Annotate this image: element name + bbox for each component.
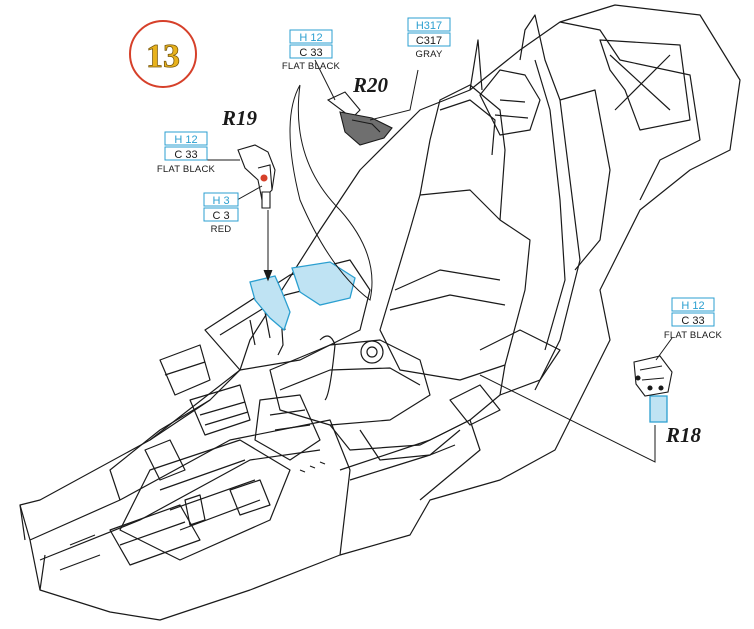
paint-callout-r19-red: H 3 C 3 RED	[203, 192, 239, 235]
paint-color-name: FLAT BLACK	[664, 330, 723, 341]
part-label-r18: R18	[665, 423, 702, 447]
paint-c-code: C 33	[299, 47, 322, 59]
paint-c-code: C317	[416, 35, 442, 47]
paint-c-code: C 33	[681, 315, 704, 327]
cockpit-tub-outline	[19, 4, 741, 621]
r20-part-drawing	[326, 91, 393, 146]
paint-h-code: H 12	[299, 32, 322, 44]
r18-leader-line	[479, 374, 656, 463]
paint-c-code: C 3	[212, 210, 229, 222]
install-highlights	[249, 261, 668, 423]
step-number: 13	[146, 38, 180, 75]
paint-color-name: FLAT BLACK	[282, 61, 341, 72]
part-label-r19: R19	[221, 106, 258, 130]
r20-black-pointer	[314, 59, 336, 101]
r18-black-pointer	[655, 337, 673, 361]
paint-callout-r19-black: H 12 C 33 FLAT BLACK	[157, 131, 216, 175]
paint-h-code: H 3	[212, 195, 229, 207]
r20-leader-loop	[289, 84, 373, 301]
paint-callout-r20-gray: H317 C317 GRAY	[407, 17, 451, 60]
r19-install-highlight	[249, 275, 291, 332]
paint-h-code: H 12	[174, 134, 197, 146]
r19-part-drawing	[237, 144, 276, 209]
r20-gray-pointer	[369, 69, 419, 121]
r18-install-highlight	[649, 395, 668, 423]
paint-callout-r20-black: H 12 C 33 FLAT BLACK	[282, 29, 341, 72]
r20-install-highlight	[291, 261, 356, 306]
step-number-badge: 13	[129, 20, 197, 88]
paint-color-name: GRAY	[415, 49, 442, 60]
paint-color-name: FLAT BLACK	[157, 164, 216, 175]
paint-color-name: RED	[211, 224, 232, 235]
paint-h-code: H 12	[681, 300, 704, 312]
paint-c-code: C 33	[174, 149, 197, 161]
paint-h-code: H317	[416, 20, 442, 32]
leader-lines	[207, 59, 673, 463]
part-label-r20: R20	[352, 73, 389, 97]
paint-callout-r18-black: H 12 C 33 FLAT BLACK	[664, 297, 723, 341]
r18-part-drawing	[633, 355, 673, 397]
